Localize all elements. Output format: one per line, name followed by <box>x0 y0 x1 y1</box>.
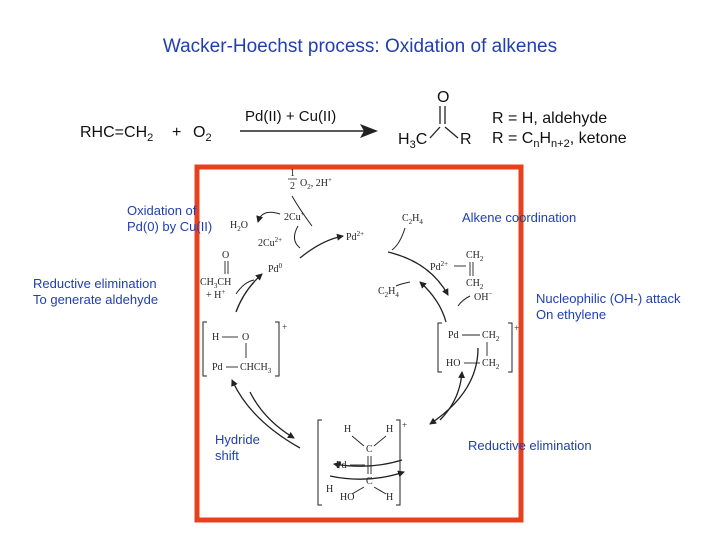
right-complex: + Pd CH2 HO CH2 <box>437 322 519 373</box>
ethylene-in-label: C2H4 <box>402 213 423 226</box>
left-o: O <box>242 332 249 343</box>
overall-equation: RHC=CH2 + O2 Pd(II) + Cu(II) O H3C R R =… <box>80 89 627 151</box>
half-numerator: 1 <box>290 168 295 179</box>
annotation-hydride-line2: shift <box>215 448 239 463</box>
left-complex: + H O Pd CHCH3 <box>202 321 287 377</box>
arc-reverse-lower <box>439 371 466 421</box>
annotation-reductive-elimination-aldehyde: Reductive elimination To generate aldehy… <box>33 276 158 308</box>
annotation-hydride-line1: Hydride <box>215 432 260 447</box>
bottom-ho: HO <box>340 492 354 503</box>
arc-reverse-left <box>249 391 295 439</box>
left-h: H <box>212 332 219 343</box>
arc-right-lower <box>429 347 479 425</box>
copper-one-label: 2Cu+ <box>284 210 305 223</box>
annotation-oxidation-line1: Oxidation of <box>127 203 197 218</box>
bottom-c-bottom: C <box>366 476 373 487</box>
r-aldehyde-note: R = H, aldehyde <box>492 110 607 127</box>
r-ketone-note: R = CnHn+2, ketone <box>492 130 627 150</box>
arc-coordination <box>387 251 449 296</box>
product-r-group: R <box>460 131 472 148</box>
reactant-alkene: RHC=CH2 <box>80 124 153 144</box>
left-charge: + <box>282 322 287 332</box>
annotation-nucleophilic-line1: Nucleophilic (OH-) attack <box>536 291 681 306</box>
water-label: H2O <box>230 220 248 233</box>
bottom-h-top: H <box>344 424 351 435</box>
aldehyde-oxygen: O <box>222 250 229 261</box>
pd-two-plus-top: Pd2+ <box>346 230 364 243</box>
arc-bottom <box>333 459 403 469</box>
bottom-h-right: H <box>386 424 393 435</box>
reactant-oxygen: O2 <box>193 124 212 144</box>
right-ch2-bottom: CH2 <box>482 358 500 371</box>
pi-ch2-top: CH2 <box>466 250 484 263</box>
half-denominator: 2 <box>290 181 295 192</box>
ethylene-out-label: C2H4 <box>378 286 399 299</box>
arc-reverse-right <box>419 281 447 323</box>
proton-release: + H+ <box>206 288 225 301</box>
annotation-reductive-line1: Reductive elimination <box>33 276 157 291</box>
bottom-pd: Pd <box>336 460 347 471</box>
product-carbonyl-oxygen: O <box>437 89 449 106</box>
annotation-oxidation-line2: Pd(0) by Cu(II) <box>127 219 213 234</box>
plus-sign: + <box>172 124 181 141</box>
pi-pd: Pd2+ <box>430 260 448 273</box>
right-charge: + <box>514 323 519 333</box>
arc-left-upper <box>235 273 263 313</box>
right-pd: Pd <box>448 330 459 341</box>
product-methyl: H3C <box>398 131 427 151</box>
arc-reverse-bottom <box>329 470 405 480</box>
annotation-nucleophilic-line2: On ethylene <box>536 307 607 322</box>
annotation-alkene-coordination: Alkene coordination <box>462 210 577 225</box>
annotation-hydride-shift: Hydride shift <box>215 432 260 464</box>
bottom-h-bottom: H <box>326 484 333 495</box>
annotation-oxidation: Oxidation of Pd(0) by Cu(II) <box>127 203 212 235</box>
page-title: Wacker-Hoechst process: Oxidation of alk… <box>162 36 558 57</box>
copper-two-label: 2Cu2+ <box>258 236 282 249</box>
pd-zero-label: Pd0 <box>268 262 283 275</box>
annotation-reductive-elimination: Reductive elimination <box>468 438 592 453</box>
annotation-nucleophilic-attack: Nucleophilic (OH-) attack On ethylene <box>536 291 681 323</box>
catalytic-cycle <box>231 233 479 480</box>
left-pd: Pd <box>212 362 223 373</box>
left-chch3: CHCH3 <box>240 362 272 375</box>
cycle-frame <box>194 164 524 523</box>
bottom-c-top: C <box>366 444 373 455</box>
bottom-charge: + <box>402 420 407 430</box>
annotation-reductive-line2: To generate aldehyde <box>33 292 159 307</box>
acetaldehyde-formula: CH3CH <box>200 277 231 290</box>
pi-ch2-bottom: CH2 <box>466 278 484 291</box>
right-ho: HO <box>446 358 460 369</box>
bottom-h-br: H <box>386 492 393 503</box>
reaction-arrowhead <box>360 124 378 138</box>
arc-left-lower <box>231 379 301 449</box>
bottom-complex: + H H C Pd C H HO H <box>317 419 407 506</box>
catalyst-label: Pd(II) + Cu(II) <box>245 108 336 125</box>
oxidation-zone: 1 2 O2, 2H+ H2O 2Cu+ 2Cu2+ Pd2+ C2H4 Pd0 <box>230 168 423 275</box>
aldehyde-release: O CH3CH + H+ <box>200 250 255 301</box>
oxygen-proton-label: O2, 2H+ <box>300 176 332 191</box>
hydroxide-label: OH− <box>474 290 492 303</box>
right-ch2-top: CH2 <box>482 330 500 343</box>
pi-complex: CH2 Pd2+ CH2 C2H4 OH− <box>378 250 492 307</box>
arc-top-left <box>299 233 344 259</box>
